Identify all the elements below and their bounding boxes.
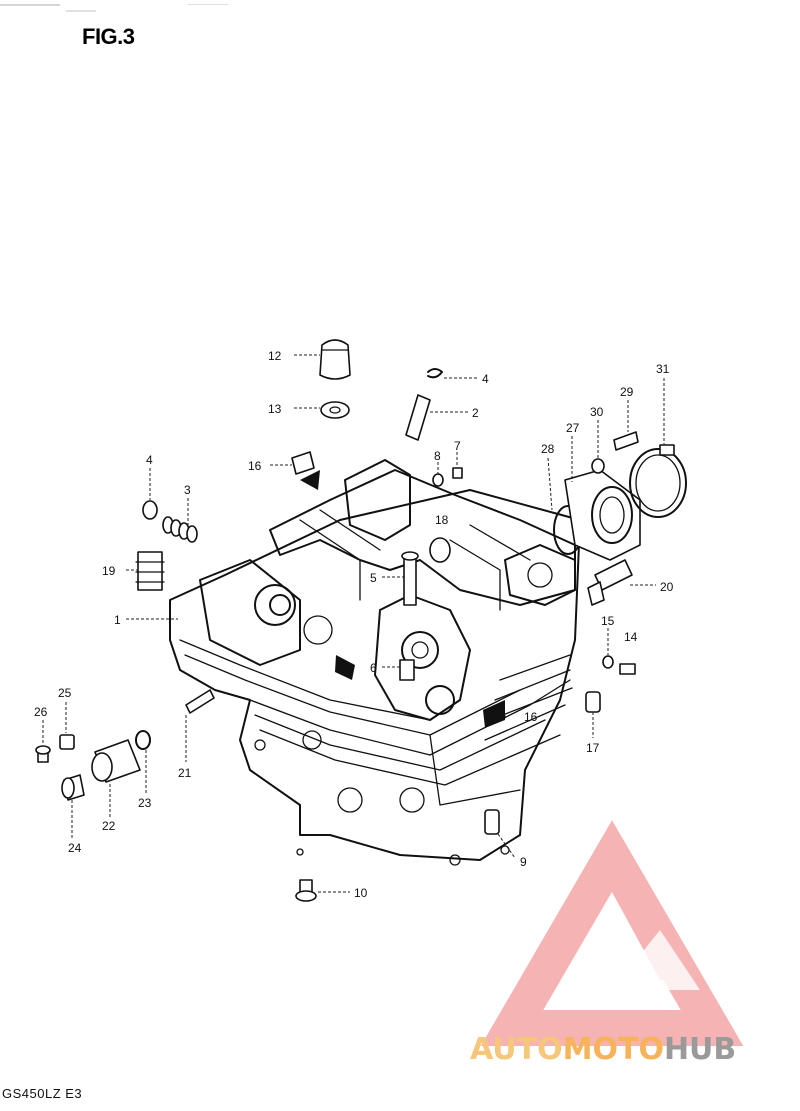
part-labels: 12 4 13 2 16 8 7 4 3 18 19 5 1 6 28 27 3… — [34, 349, 674, 900]
part-label-7: 7 — [454, 439, 461, 453]
part-13-washer — [320, 401, 350, 419]
part-label-26: 26 — [34, 705, 48, 719]
part-17-dowel — [585, 691, 601, 713]
scan-specks — [0, 4, 228, 12]
part-label-5: 5 — [370, 571, 377, 585]
part-6-bolt — [399, 659, 415, 681]
part-label-20: 20 — [660, 580, 674, 594]
part-10-bolt — [295, 879, 317, 902]
part-7-bolt — [452, 467, 463, 479]
part-label-25: 25 — [58, 686, 72, 700]
watermark-hub: HUB — [663, 1032, 737, 1067]
part-label-23: 23 — [138, 796, 152, 810]
part-label-8: 8 — [434, 449, 441, 463]
part-label-31: 31 — [656, 362, 670, 376]
part-16-guide-lower — [486, 704, 506, 726]
part-29-screw — [613, 431, 639, 451]
part-label-19: 19 — [102, 564, 116, 578]
leader-lines — [42, 354, 665, 893]
part-31-clamp — [629, 444, 687, 518]
watermark-moto: MOTO — [562, 1032, 664, 1067]
part-label-24: 24 — [68, 841, 82, 855]
part-label-17: 17 — [586, 741, 600, 755]
part-label-22: 22 — [102, 819, 116, 833]
part-19-rubber — [135, 551, 165, 591]
part-label-6: 6 — [370, 661, 377, 675]
part-21-stud — [185, 689, 215, 714]
part-4-clip — [427, 368, 443, 379]
watermark-logo — [480, 820, 744, 1046]
part-label-13: 13 — [268, 402, 282, 416]
part-label-12: 12 — [268, 349, 282, 363]
part-24-plug — [61, 774, 85, 801]
watermark-text: AUTOMOTOHUB — [470, 1032, 736, 1067]
part-23-o-ring — [135, 730, 151, 750]
part-25-nut — [59, 734, 75, 750]
part-30-screw — [591, 458, 605, 474]
part-label-9: 9 — [520, 855, 527, 869]
part-label-16: 16 — [248, 459, 262, 473]
part-label-15: 15 — [601, 614, 615, 628]
part-label-10: 10 — [354, 886, 368, 900]
part-8-nut — [432, 473, 444, 487]
part-14-bolt — [619, 663, 636, 675]
part-label-21: 21 — [178, 766, 192, 780]
watermark-auto: AUTO — [470, 1032, 563, 1067]
part-12-cap — [319, 339, 351, 380]
part-4-ring — [142, 500, 158, 520]
part-label-27: 27 — [566, 421, 580, 435]
part-label-16-lower: 16 — [524, 710, 538, 724]
part-18-plug — [429, 537, 451, 563]
part-15-washer — [602, 655, 614, 669]
part-label-3: 3 — [184, 483, 191, 497]
part-label-18: 18 — [435, 513, 449, 527]
part-label-2: 2 — [472, 406, 479, 420]
figure-title: FIG.3 — [82, 24, 135, 49]
part-16-guide — [291, 451, 315, 475]
part-22-union — [91, 739, 141, 783]
part-2-tube — [405, 394, 431, 441]
part-label-28: 28 — [541, 442, 555, 456]
part-label-14: 14 — [624, 630, 638, 644]
part-3-spring — [162, 516, 198, 543]
part-label-29: 29 — [620, 385, 634, 399]
model-code: GS450LZ E3 — [2, 1086, 83, 1101]
part-label-4-left: 4 — [146, 453, 153, 467]
part-26-screw — [35, 745, 51, 763]
part-label-1: 1 — [114, 613, 121, 627]
part-label-4: 4 — [482, 372, 489, 386]
part-27-intake-pipe — [564, 469, 641, 561]
part-20-sensor — [587, 559, 633, 606]
part-label-30: 30 — [590, 405, 604, 419]
cylinder-head — [169, 459, 581, 866]
part-5-bolt — [401, 551, 419, 606]
